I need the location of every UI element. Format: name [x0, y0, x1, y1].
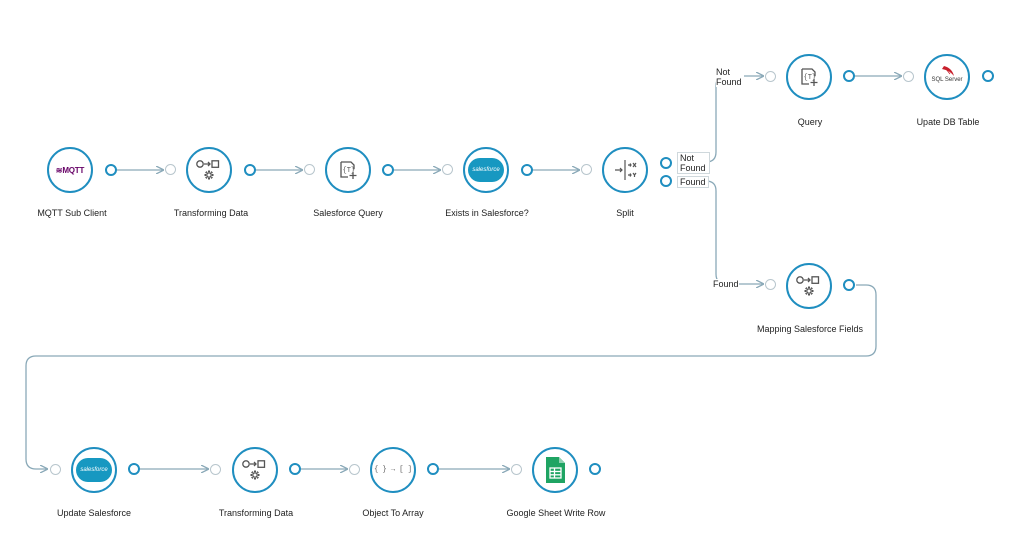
node-object-to-array[interactable]: { } → [ ] [370, 447, 416, 493]
transform2-input-port[interactable] [210, 464, 221, 475]
sfquery-output-port[interactable] [382, 164, 394, 176]
node-label: Exists in Salesforce? [445, 208, 529, 218]
upatedb-output-port[interactable] [982, 70, 994, 82]
upatedb-input-port[interactable] [903, 71, 914, 82]
objarray-output-port[interactable] [427, 463, 439, 475]
mqtt-output-port[interactable] [105, 164, 117, 176]
node-exists-in-salesforce[interactable]: salesforce [463, 147, 509, 193]
split-branch-found-label: Found [677, 176, 709, 188]
edge-found-label: Found [713, 279, 739, 289]
node-transforming-data-2[interactable] [232, 447, 278, 493]
node-label: Update Salesforce [56, 508, 132, 518]
node-label: Upate DB Table [916, 117, 980, 127]
node-upate-db-table[interactable]: SQL Server [924, 54, 970, 100]
node-google-sheet-write-row[interactable] [532, 447, 578, 493]
node-label: Mapping Salesforce Fields [756, 324, 864, 334]
transform-input-port[interactable] [165, 164, 176, 175]
exists-output-port[interactable] [521, 164, 533, 176]
split-input-port[interactable] [581, 164, 592, 175]
node-query[interactable]: {T} [786, 54, 832, 100]
query-output-port[interactable] [843, 70, 855, 82]
node-salesforce-query[interactable]: {T} [325, 147, 371, 193]
query-template-icon: {T} [801, 68, 818, 86]
mapping-output-port[interactable] [843, 279, 855, 291]
svg-text:{T}: {T} [804, 74, 817, 82]
split-branch-not-found-label: Not Found [677, 152, 710, 174]
transform2-output-port[interactable] [289, 463, 301, 475]
transform-gear-icon [242, 460, 266, 480]
node-label: Google Sheet Write Row [506, 508, 606, 518]
exists-input-port[interactable] [442, 164, 453, 175]
edge-split-found-mapping [705, 180, 763, 284]
node-label: MQTT Sub Client [37, 208, 107, 218]
node-transforming-data[interactable] [186, 147, 232, 193]
node-update-salesforce[interactable]: salesforce [71, 447, 117, 493]
mqtt-logo-icon: ≋MQTT [55, 165, 85, 175]
split-icon [615, 160, 637, 180]
node-label: Transforming Data [218, 508, 294, 518]
query-input-port[interactable] [765, 71, 776, 82]
sql-server-icon: SQL Server [930, 64, 964, 90]
node-mqtt-sub-client[interactable]: ≋MQTT [47, 147, 93, 193]
node-label: Transforming Data [173, 208, 249, 218]
transform-gear-icon [196, 160, 220, 180]
mapping-input-port[interactable] [765, 279, 776, 290]
sfquery-input-port[interactable] [304, 164, 315, 175]
query-template-icon: {T} [340, 161, 357, 179]
edge-mapping-updatesf [25, 284, 877, 469]
node-label: Query [797, 117, 823, 127]
updatesf-output-port[interactable] [128, 463, 140, 475]
updatesf-input-port[interactable] [50, 464, 61, 475]
svg-text:{T}: {T} [343, 167, 356, 175]
node-label: Object To Array [362, 508, 424, 518]
gsheet-output-port[interactable] [589, 463, 601, 475]
objarray-input-port[interactable] [349, 464, 360, 475]
salesforce-cloud-icon: salesforce [76, 458, 112, 482]
node-split[interactable] [602, 147, 648, 193]
split-output-port-found[interactable] [660, 175, 672, 187]
gsheet-input-port[interactable] [511, 464, 522, 475]
transform-gear-icon [796, 276, 820, 296]
split-output-port-notfound[interactable] [660, 157, 672, 169]
node-label: Split [616, 208, 634, 218]
salesforce-cloud-icon: salesforce [468, 158, 504, 182]
google-sheets-icon [546, 457, 565, 483]
node-label: Salesforce Query [313, 208, 383, 218]
node-mapping-salesforce-fields[interactable] [786, 263, 832, 309]
edge-not-found-label: Not Found [716, 67, 744, 87]
object-to-array-icon: { } → [ ] [374, 466, 412, 474]
transform-output-port[interactable] [244, 164, 256, 176]
